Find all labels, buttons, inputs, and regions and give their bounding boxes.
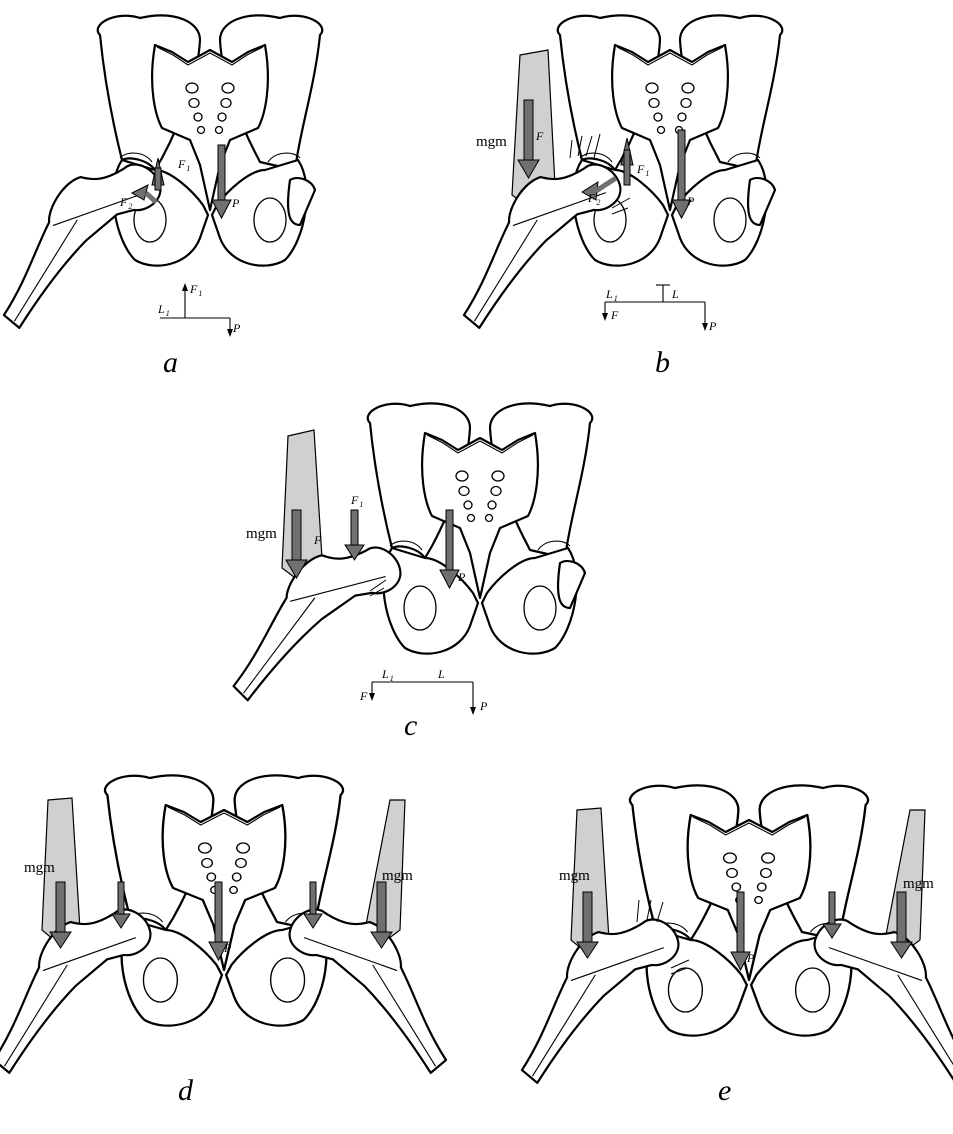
label-F2-a: F2 — [119, 195, 132, 211]
label-L1-a: L1 — [157, 302, 170, 318]
label-P-a: P — [231, 196, 240, 210]
label-F-lever-c: F — [359, 689, 368, 703]
label-F1-b: F1 — [636, 162, 649, 178]
label-P-e: P — [746, 951, 755, 965]
label-mgm-e-right: mgm — [903, 876, 934, 892]
label-mgm-e-left: mgm — [559, 868, 590, 884]
label-L-c: L — [437, 667, 445, 681]
panel-d: mgm mgm P d — [0, 774, 473, 1107]
label-mgm-c: mgm — [246, 526, 277, 542]
label-L-b: L — [671, 287, 679, 301]
label-P-c: P — [457, 570, 466, 584]
label-F-lever-b: F — [610, 308, 619, 322]
panel-c: mgm F F1 P L1 L F P c — [207, 402, 594, 742]
panel-e: mgm mgm P e — [493, 784, 953, 1107]
label-P-lever-a: P — [232, 321, 241, 335]
label-F1-c: F1 — [350, 493, 363, 509]
label-F-b: F — [535, 129, 544, 143]
label-F1-a: F1 — [177, 157, 190, 173]
label-P-lever-c: P — [479, 699, 488, 713]
panel-letter-e: e — [718, 1074, 731, 1107]
label-mgm-b: mgm — [476, 134, 507, 150]
panel-letter-c: c — [404, 709, 417, 742]
label-P-lever-b: P — [708, 319, 717, 333]
panel-a: F1 F2 P F1 L1 P a — [0, 14, 324, 379]
label-L1-c: L1 — [381, 667, 394, 683]
panel-letter-b: b — [655, 346, 670, 379]
label-mgm-d-left: mgm — [24, 860, 55, 876]
label-F-c: F — [313, 533, 322, 547]
label-F1-lever-a: F1 — [189, 282, 202, 298]
label-P-d: P — [223, 941, 232, 955]
label-F2-b: F2 — [587, 191, 600, 207]
label-L1-b: L1 — [605, 287, 618, 303]
label-mgm-d-right: mgm — [382, 868, 413, 884]
panel-letter-a: a — [163, 346, 178, 379]
label-P-b: P — [686, 194, 695, 208]
panel-letter-d: d — [178, 1074, 194, 1107]
panel-b: mgm F F1 F2 P L1 L F P b — [435, 14, 784, 379]
